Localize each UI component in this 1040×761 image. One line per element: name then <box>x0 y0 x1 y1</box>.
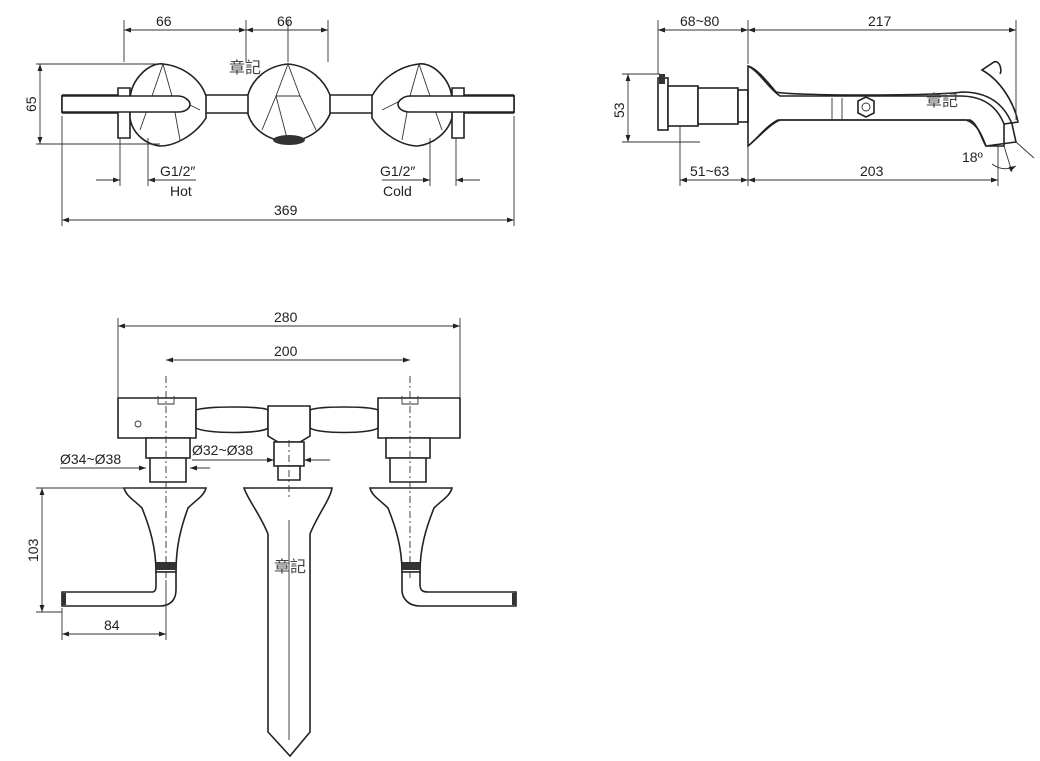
dim-total-width: 369 <box>274 202 298 218</box>
dim-adjust: 51~63 <box>690 163 730 179</box>
side-body <box>657 60 1019 148</box>
dim-spout-diameter: Ø32~Ø38 <box>192 442 253 458</box>
dim-spout-length: 217 <box>868 13 892 29</box>
top-left-handle <box>61 437 208 607</box>
dim-angle: 18º <box>962 149 983 165</box>
dim-height: 53 <box>611 102 627 118</box>
dim-center-distance: 200 <box>274 343 298 359</box>
top-right-handle <box>368 437 517 607</box>
front-left-valve <box>61 62 207 147</box>
hot-thread: G1/2″ <box>160 163 195 179</box>
side-view: 68~80 217 53 51~63 203 18º 章記 <box>611 13 1035 186</box>
dim-wall-depth: 68~80 <box>680 13 720 29</box>
top-spout <box>242 441 333 758</box>
watermark: 章記 <box>229 58 261 77</box>
dim-spacing-left: 66 <box>156 13 172 29</box>
cold-label: Cold <box>383 183 412 199</box>
dim-handle-diameter: Ø34~Ø38 <box>60 451 121 467</box>
dim-handle-height: 103 <box>25 538 41 562</box>
front-view: 66 66 65 G1/2″ Hot G1/2″ Cold 369 章記 <box>23 13 515 226</box>
top-body <box>117 396 461 443</box>
dim-total-width: 280 <box>274 309 298 325</box>
dim-spacing-right: 66 <box>277 13 293 29</box>
dim-height: 65 <box>23 96 39 112</box>
cold-thread: G1/2″ <box>380 163 415 179</box>
dim-handle-length: 84 <box>104 617 120 633</box>
watermark: 章記 <box>274 557 306 576</box>
top-view: 280 200 Ø34~Ø38 Ø32~Ø38 103 84 章記 <box>25 309 517 758</box>
front-right-valve <box>371 62 515 147</box>
watermark: 章記 <box>926 91 958 110</box>
dim-reach: 203 <box>860 163 884 179</box>
hot-label: Hot <box>170 183 192 199</box>
front-spout <box>247 62 331 145</box>
